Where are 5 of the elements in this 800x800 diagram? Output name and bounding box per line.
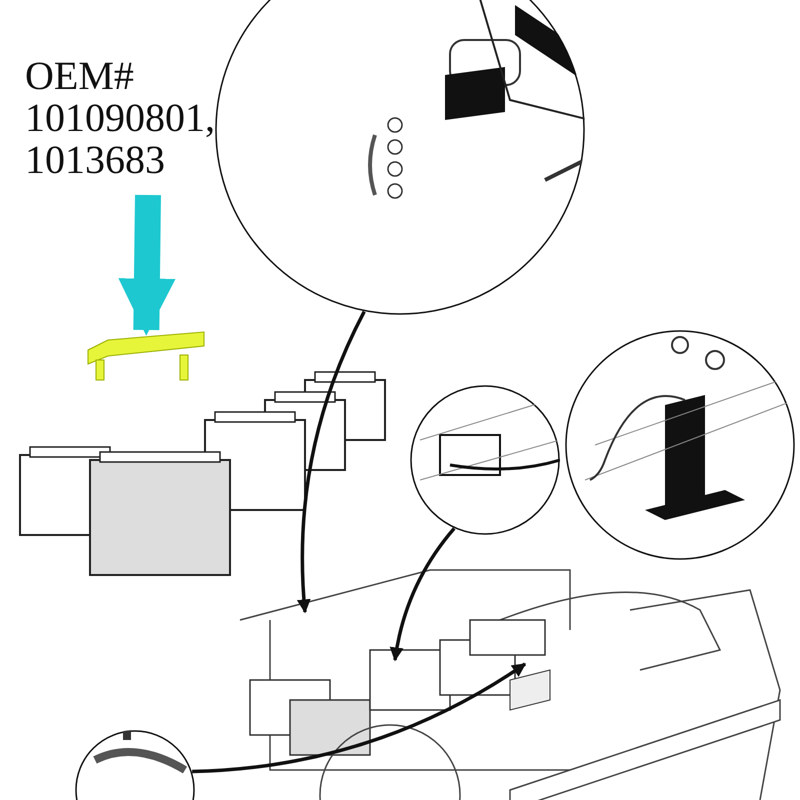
part-number-label: OEM# 101090801, 1013683 [25, 55, 216, 181]
callout-arrow [390, 527, 456, 662]
callout-arrow [192, 662, 526, 774]
callout-arrow [297, 310, 366, 614]
pointer-arrow [118, 194, 176, 336]
